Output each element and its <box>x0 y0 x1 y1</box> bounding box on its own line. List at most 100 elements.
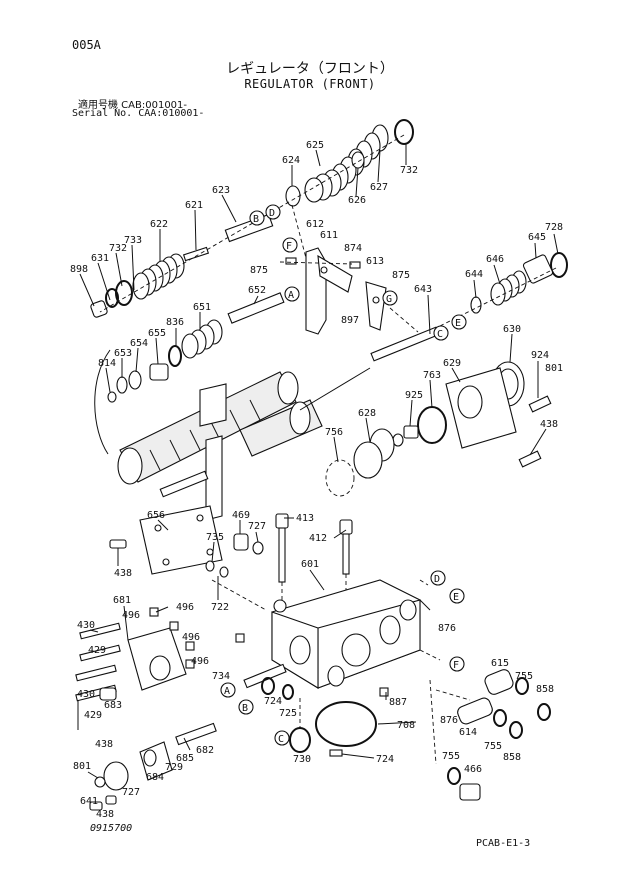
svg-text:D: D <box>434 574 440 585</box>
svg-text:F: F <box>286 241 292 252</box>
ref-627: 627 <box>370 182 388 193</box>
ref-727-b: 727 <box>122 787 140 798</box>
callout-e-lower: E <box>449 588 465 604</box>
ref-722: 722 <box>211 602 229 613</box>
ref-655: 655 <box>148 328 166 339</box>
ref-629: 629 <box>443 358 461 369</box>
serial-range-japanese: 適用号機 CAB:001001- <box>78 100 188 111</box>
ref-755-b: 755 <box>484 741 502 752</box>
ref-646: 646 <box>486 254 504 265</box>
ref-412: 412 <box>309 533 327 544</box>
valve-block <box>271 579 441 757</box>
ref-653: 653 <box>114 348 132 359</box>
ref-651: 651 <box>193 302 211 313</box>
ref-430-b: 430 <box>77 689 95 700</box>
serial-range-english: Serial No. CAA:010001- <box>72 108 205 119</box>
ref-734: 734 <box>212 671 230 682</box>
ref-729: 729 <box>165 762 183 773</box>
title-english: REGULATOR (FRONT) <box>244 77 376 91</box>
callout-b-upper: B <box>249 210 265 226</box>
callout-f-upper: F <box>282 237 298 253</box>
ref-645: 645 <box>528 232 546 243</box>
ref-685: 685 <box>176 753 194 764</box>
ref-874: 874 <box>344 243 362 254</box>
ref-413: 413 <box>296 513 314 524</box>
cover-plate <box>109 505 267 611</box>
lower-left-group <box>89 722 217 811</box>
svg-text:B: B <box>253 214 259 225</box>
ref-652: 652 <box>248 285 266 296</box>
ref-684: 684 <box>146 772 164 783</box>
ref-628: 628 <box>358 408 376 419</box>
ref-858-b: 858 <box>503 752 521 763</box>
ref-621: 621 <box>185 200 203 211</box>
ref-622: 622 <box>150 219 168 230</box>
ref-925: 925 <box>405 390 423 401</box>
svg-text:C: C <box>278 734 284 745</box>
ref-875-a: 875 <box>250 265 268 276</box>
callout-d-lower: D <box>430 570 446 586</box>
ref-644: 644 <box>465 269 483 280</box>
ref-875-b: 875 <box>392 270 410 281</box>
ref-611: 611 <box>320 230 338 241</box>
ref-496-d: 496 <box>191 656 209 667</box>
ref-613: 613 <box>366 256 384 267</box>
svg-text:E: E <box>453 592 459 603</box>
svg-text:G: G <box>386 294 392 305</box>
svg-text:F: F <box>453 660 459 671</box>
ref-735: 735 <box>206 532 224 543</box>
ref-801-a: 801 <box>545 363 563 374</box>
callout-a-upper: A <box>284 286 300 302</box>
ref-496-a: 496 <box>176 602 194 613</box>
callout-c-lower: C <box>274 730 290 746</box>
ref-897: 897 <box>341 315 359 326</box>
leader-lines <box>79 144 559 779</box>
callout-f-lower: F <box>449 656 465 672</box>
ref-858-a: 858 <box>536 684 554 695</box>
drawing-number: 0915700 <box>90 823 133 834</box>
ref-625: 625 <box>306 140 324 151</box>
ref-624: 624 <box>282 155 300 166</box>
ref-438-a: 438 <box>540 419 558 430</box>
ref-601: 601 <box>301 559 319 570</box>
ref-429-a: 429 <box>88 645 106 656</box>
ref-681: 681 <box>113 595 131 606</box>
ref-755-a: 755 <box>515 671 533 682</box>
svg-text:B: B <box>242 703 248 714</box>
svg-text:C: C <box>437 329 443 340</box>
ref-643: 643 <box>414 284 432 295</box>
spool-rods <box>227 292 440 362</box>
ref-429-b: 429 <box>84 710 102 721</box>
ref-683: 683 <box>104 700 122 711</box>
ref-708: 708 <box>397 720 415 731</box>
ref-626: 626 <box>348 195 366 206</box>
svg-text:D: D <box>269 208 275 219</box>
lever-assembly <box>279 247 419 335</box>
ref-887: 887 <box>389 697 407 708</box>
ref-801-b: 801 <box>73 761 91 772</box>
ref-724-b: 724 <box>376 754 394 765</box>
ref-756: 756 <box>325 427 343 438</box>
ref-876-b: 876 <box>440 715 458 726</box>
ref-654: 654 <box>130 338 148 349</box>
callout-e-upper: E <box>451 314 467 330</box>
svg-text:E: E <box>455 318 461 329</box>
ref-641: 641 <box>80 796 98 807</box>
ref-876-a: 876 <box>438 623 456 634</box>
ref-755-c: 755 <box>442 751 460 762</box>
callout-b-lower: B <box>238 699 254 715</box>
callout-a-lower: A <box>220 682 236 698</box>
ref-631: 631 <box>91 253 109 264</box>
ref-725: 725 <box>279 708 297 719</box>
mid-spool-group <box>94 319 223 455</box>
ref-730: 730 <box>293 754 311 765</box>
lower-center-group <box>243 663 311 753</box>
ref-732-a: 732 <box>400 165 418 176</box>
ref-727-a: 727 <box>248 521 266 532</box>
page-code: 005A <box>72 38 101 52</box>
ref-438-b: 438 <box>114 568 132 579</box>
right-piston-group <box>439 252 568 327</box>
ref-924: 924 <box>531 350 549 361</box>
part-number-labels: 625 732 624 626 627 623 621 622 612 611 … <box>70 140 563 820</box>
